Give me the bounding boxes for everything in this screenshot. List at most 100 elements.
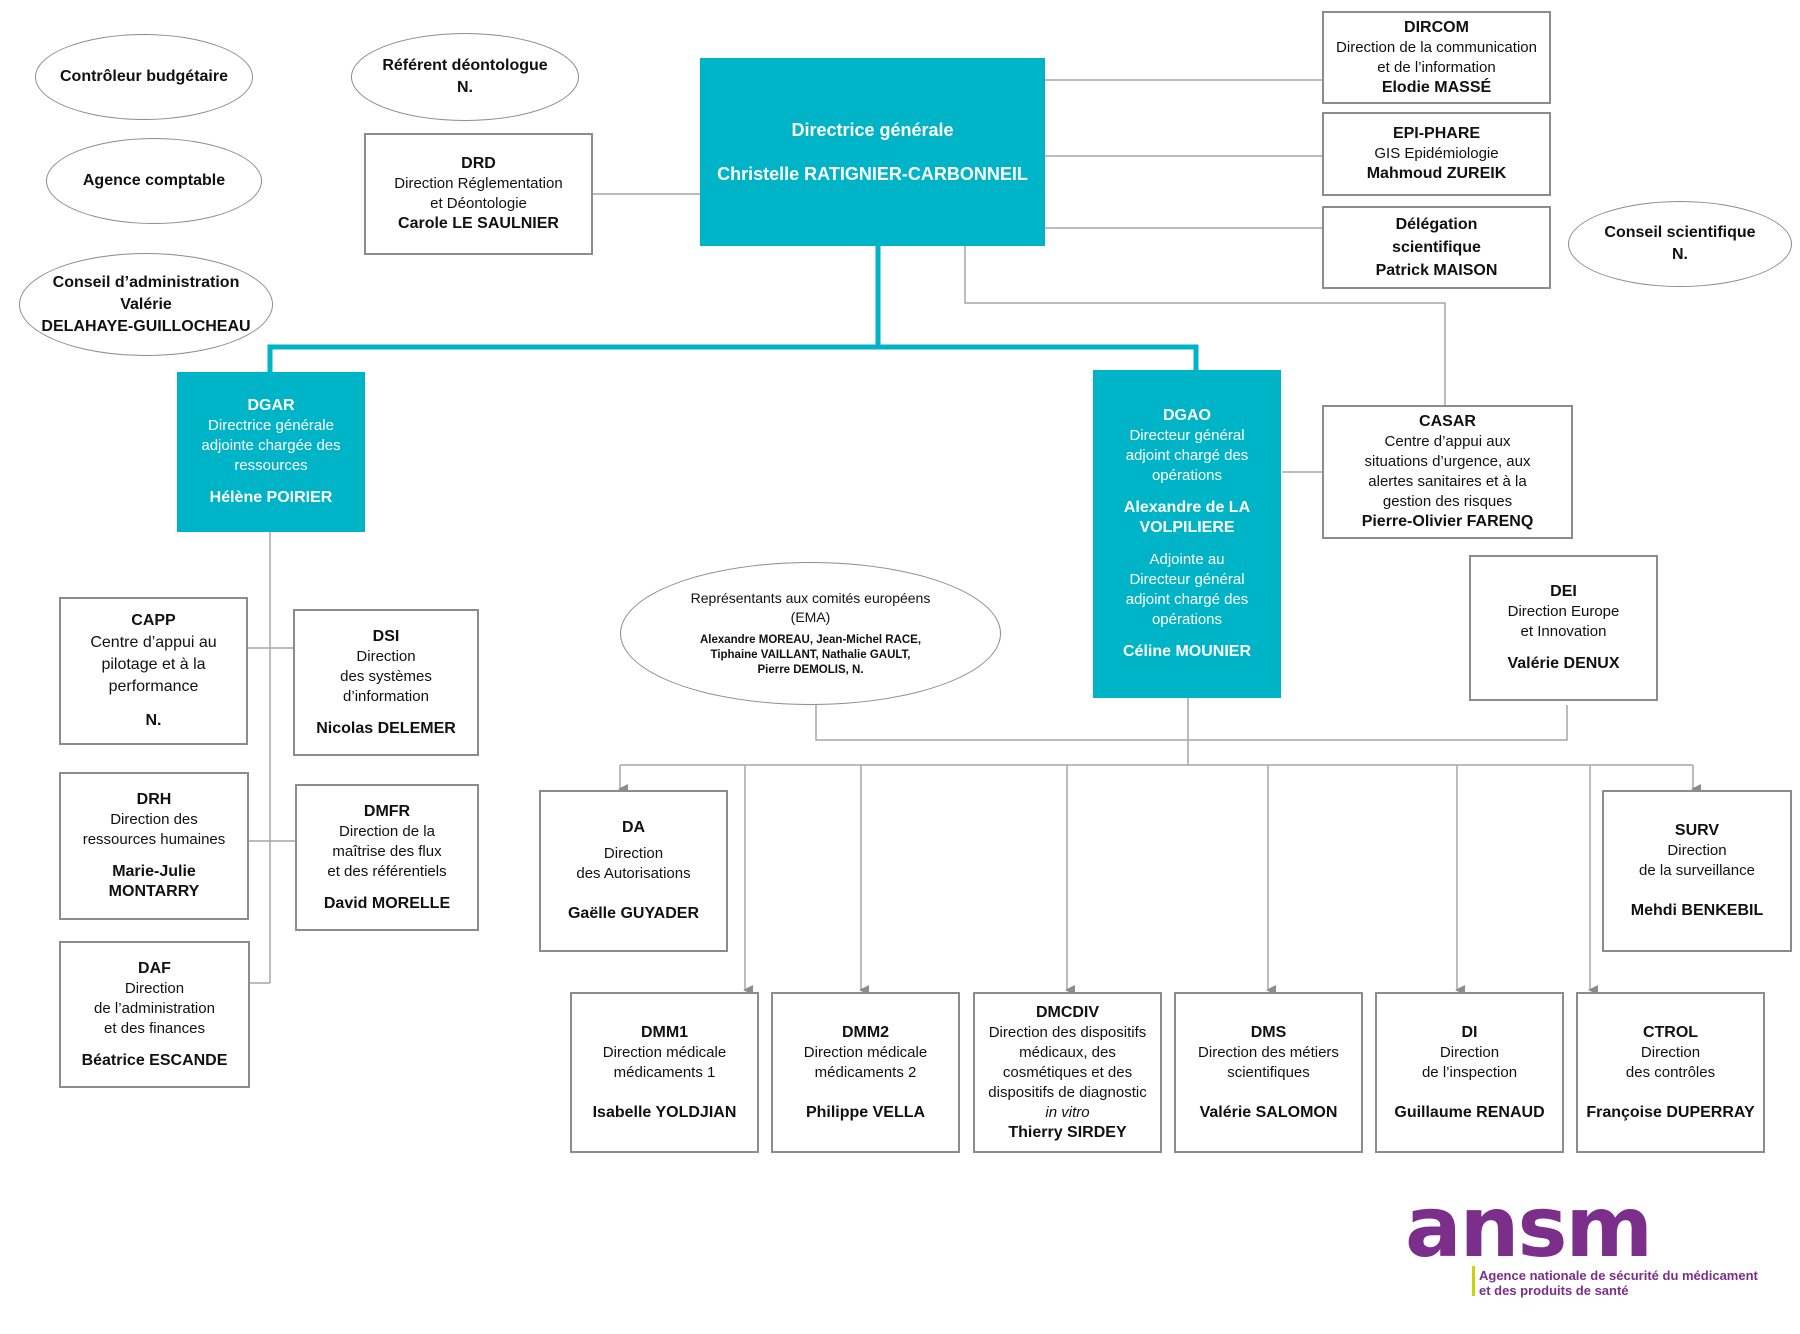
box-abbr: DIRCOM (1404, 18, 1469, 36)
box-desc: Direction (1667, 842, 1727, 859)
box-di: DI Direction de l’inspection Guillaume R… (1375, 992, 1564, 1153)
oval-conseil-scientifique: Conseil scientifique N. (1568, 201, 1792, 287)
box-desc: et Déontologie (430, 195, 527, 212)
box-directrice-generale: Directrice générale Christelle RATIGNIER… (700, 58, 1045, 246)
box-desc: Direction de la communication (1336, 38, 1537, 56)
oval-referent-deontologue: Référent déontologue N. (351, 33, 579, 121)
box-desc: scientifique (1392, 239, 1481, 256)
box-dgar: DGAR Directrice générale adjointe chargé… (177, 372, 365, 532)
box-desc: Direction Europe (1507, 603, 1620, 620)
box-abbr: DEI (1550, 583, 1577, 600)
box-desc: Adjointe au (1149, 551, 1225, 568)
oval-label: Agence comptable (82, 172, 226, 189)
box-name: Marie-Julie MONTARRY (108, 863, 200, 900)
box-name: David MORELLE (323, 894, 451, 912)
box-name: Hélène POIRIER (209, 489, 333, 506)
box-desc: adjoint chargé des (1125, 447, 1249, 464)
box-desc: pilotage et à la (101, 656, 206, 673)
oval-conseil-administration: Conseil d’administration Valérie DELAHAY… (19, 253, 273, 356)
box-dircom: DIRCOM Direction de la communication et … (1322, 11, 1551, 104)
box-abbr: CAPP (131, 612, 176, 629)
box-name: Valérie SALOMON (1199, 1103, 1338, 1121)
oval-name: N. (1672, 246, 1688, 263)
box-abbr: CTROL (1642, 1023, 1699, 1041)
box-desc: Direction médicale (602, 1043, 727, 1061)
box-da: DA Direction des Autorisations Gaëlle GU… (539, 790, 728, 952)
box-name: Béatrice ESCANDE (81, 1051, 228, 1069)
oval-name: Valérie (120, 295, 172, 313)
box-desc: des contrôles (1625, 1063, 1716, 1081)
box-abbr: DMS (1250, 1023, 1287, 1041)
box-name: Patrick MAISON (1375, 262, 1498, 279)
box-desc: Direction (1640, 1043, 1701, 1061)
box-desc: de l’administration (94, 999, 215, 1017)
box-name: Mehdi BENKEBIL (1630, 902, 1764, 919)
box-abbr: DMM2 (841, 1023, 890, 1041)
box-desc: ressources humaines (82, 831, 226, 848)
oval-title: Référent déontologue (382, 57, 548, 74)
box-desc: Direction Réglementation (394, 175, 563, 192)
box-desc: GIS Epidémiologie (1374, 145, 1499, 162)
box-abbr: DI (1461, 1023, 1478, 1041)
box-abbr: DGAR (247, 397, 295, 414)
box-dsi: DSI Direction des systèmes d’information… (293, 609, 479, 756)
logo-tagline-2: et des produits de santé (1479, 1283, 1629, 1298)
oval-controleur-budgetaire: Contrôleur budgétaire (35, 34, 253, 120)
box-abbr: DRH (136, 791, 172, 808)
oval-label: Contrôleur budgétaire (59, 68, 228, 85)
box-drd: DRD Direction Réglementation et Déontolo… (364, 133, 593, 255)
box-desc: performance (108, 678, 199, 695)
box-name: Alexandre de LA (1123, 499, 1251, 516)
box-role: Directrice générale (791, 120, 954, 140)
box-desc: des Autorisations (576, 865, 691, 882)
box-desc: Centre d’appui aux (1384, 433, 1511, 450)
box-desc: Direction (356, 647, 416, 665)
oval-title: Représentants aux comités européens (690, 590, 931, 606)
box-abbr: DMCDIV (1035, 1003, 1100, 1021)
box-desc: et des finances (104, 1019, 205, 1037)
box-desc: médicaments 1 (613, 1063, 716, 1081)
box-abbr: SURV (1674, 822, 1720, 839)
box-desc: et de l’information (1377, 58, 1496, 76)
box-name: Elodie MASSÉ (1381, 78, 1492, 96)
box-desc: Direction des (110, 811, 198, 828)
oval-agence-comptable: Agence comptable (46, 138, 262, 224)
box-desc: cosmétiques et des (1002, 1063, 1133, 1081)
box-desc: adjoint chargé des (1125, 591, 1249, 608)
oval-title: Conseil d’administration (52, 273, 240, 291)
logo-accent-bar (1472, 1266, 1475, 1296)
box-desc: de la surveillance (1639, 862, 1755, 879)
box-desc: Directrice générale (208, 417, 334, 434)
oval-name: N. (457, 79, 473, 96)
oval-line: Tiphaine VAILLANT, Nathalie GAULT, (710, 649, 911, 661)
box-name: VOLPILIERE (1139, 519, 1235, 536)
box-name: Nicolas DELEMER (316, 719, 456, 737)
box-dgao: DGAO Directeur général adjoint chargé de… (1093, 370, 1281, 698)
box-desc: Directeur général (1129, 427, 1245, 444)
box-epi-phare: EPI-PHARE GIS Epidémiologie Mahmoud ZURE… (1322, 112, 1551, 196)
box-desc: des systèmes (340, 667, 432, 685)
box-name: Françoise DUPERRAY (1586, 1103, 1755, 1121)
oval-line: Pierre DEMOLIS, N. (757, 664, 864, 676)
box-desc: adjointe chargée des (201, 437, 341, 454)
box-name: Carole LE SAULNIER (398, 215, 559, 232)
box-desc: Directeur général (1129, 571, 1245, 588)
box-desc: médicaments 2 (814, 1063, 917, 1081)
box-name: Thierry SIRDEY (1008, 1123, 1127, 1141)
box-desc: Direction (603, 845, 664, 862)
box-desc: maîtrise des flux (332, 842, 442, 860)
box-desc: Délégation (1395, 216, 1478, 233)
logo-tagline-1: Agence nationale de sécurité du médicame… (1479, 1268, 1758, 1283)
box-desc: et des référentiels (327, 862, 447, 880)
box-name: Christelle RATIGNIER-CARBONNEIL (717, 164, 1028, 184)
box-name: Isabelle YOLDJIAN (592, 1103, 737, 1121)
box-dmm1: DMM1 Direction médicale médicaments 1 Is… (570, 992, 759, 1153)
box-capp: CAPP Centre d’appui au pilotage et à la … (59, 597, 248, 745)
box-desc: opérations (1151, 611, 1223, 628)
box-name: Philippe VELLA (805, 1103, 926, 1121)
box-dmcdiv: DMCDIV Direction des dispositifs médicau… (973, 992, 1162, 1153)
box-name: Gaëlle GUYADER (567, 905, 699, 922)
oval-line: Alexandre MOREAU, Jean-Michel RACE, (699, 634, 922, 646)
box-desc: Direction des dispositifs (988, 1023, 1147, 1041)
box-abbr: DGAO (1163, 407, 1211, 424)
